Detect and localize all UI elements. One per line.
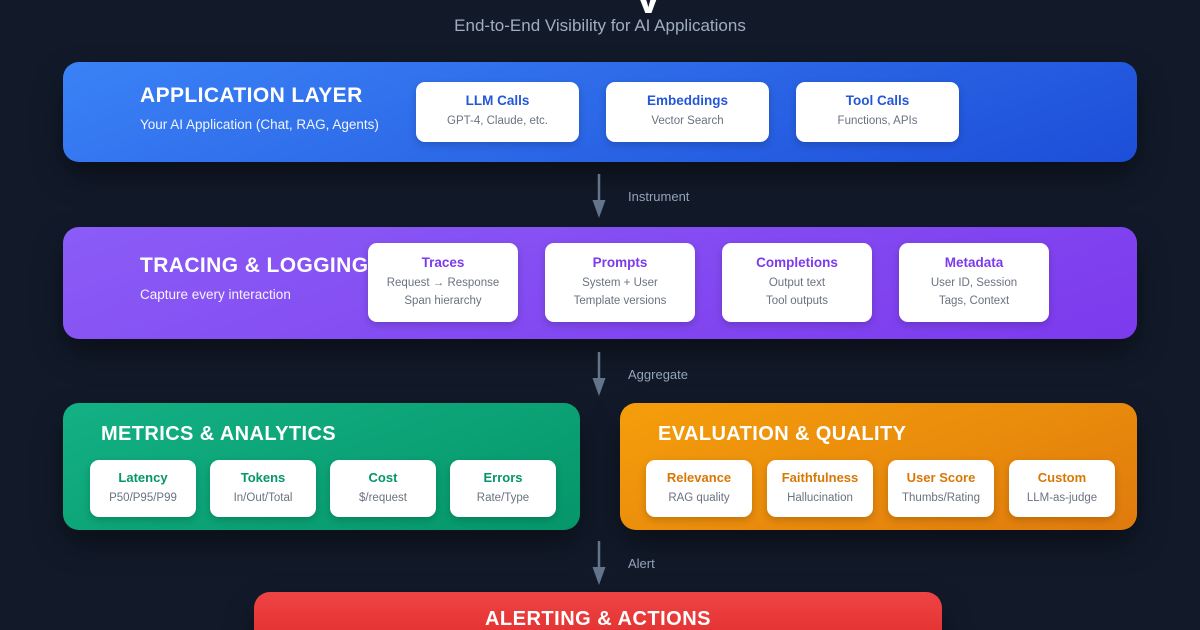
card-title: Tokens [240, 469, 286, 485]
evaluation-layer: EVALUATION & QUALITY Relevance RAG quali… [620, 403, 1137, 530]
card-relevance: Relevance RAG quality [646, 460, 752, 517]
card-line: Functions, APIs [837, 115, 918, 128]
evaluation-layer-text: EVALUATION & QUALITY [658, 423, 906, 446]
application-layer: APPLICATION LAYER Your AI Application (C… [63, 62, 1137, 162]
card-title: Metadata [944, 255, 1004, 271]
card-embeddings: Embeddings Vector Search [606, 82, 769, 142]
card-faithfulness: Faithfulness Hallucination [767, 460, 873, 517]
card-line: User ID, Session [930, 277, 1018, 290]
card-line: System + User [582, 277, 658, 290]
metrics-layer-title: METRICS & ANALYTICS [101, 423, 337, 445]
tracing-layer-text: TRACING & LOGGING Capture every interact… [140, 254, 368, 302]
card-line: Tool outputs [765, 294, 828, 307]
metrics-layer-text: METRICS & ANALYTICS [101, 423, 336, 446]
arrow-instrument: Instrument [591, 173, 689, 219]
card-line: $/request [359, 491, 407, 504]
card-tool-calls: Tool Calls Functions, APIs [796, 82, 959, 142]
tracing-layer: TRACING & LOGGING Capture every interact… [63, 227, 1137, 339]
card-title: LLM Calls [465, 93, 530, 109]
card-tokens: Tokens In/Out/Total [210, 460, 316, 517]
arrow-aggregate: Aggregate [591, 351, 688, 397]
application-layer-title: APPLICATION LAYER [140, 84, 363, 107]
card-traces: Traces Request → Response Span hierarchy [368, 243, 518, 322]
card-line: Rate/Type [476, 491, 530, 504]
card-line: GPT-4, Claude, etc. [447, 115, 548, 128]
card-line: LLM-as-judge [1026, 491, 1098, 504]
card-latency: Latency P50/P95/P99 [90, 460, 196, 517]
page-title-clipped: y [538, 0, 758, 13]
card-llm-calls: LLM Calls GPT-4, Claude, etc. [416, 82, 579, 142]
alerting-layer: ALERTING & ACTIONS [254, 592, 942, 630]
card-title: Tool Calls [845, 93, 910, 109]
arrow-alert: Alert [591, 540, 655, 586]
card-line: Tags, Context [938, 294, 1010, 307]
down-arrow-icon [592, 541, 606, 585]
card-errors: Errors Rate/Type [450, 460, 556, 517]
alerting-layer-title: ALERTING & ACTIONS [484, 608, 712, 630]
card-title: Errors [483, 469, 523, 485]
card-line: Thumbs/Rating [902, 491, 980, 504]
card-title: Faithfulness [781, 469, 859, 485]
down-arrow-icon [592, 174, 606, 218]
card-cost: Cost $/request [330, 460, 436, 517]
card-user-score: User Score Thumbs/Rating [888, 460, 994, 517]
tracing-layer-title: TRACING & LOGGING [140, 254, 369, 277]
page-title-fragment: y [635, 0, 661, 13]
application-cards: LLM Calls GPT-4, Claude, etc. Embeddings… [416, 82, 959, 142]
card-line: Output text [768, 277, 826, 290]
card-title: Latency [118, 469, 168, 485]
card-line: P50/P95/P99 [109, 491, 177, 504]
card-line: Span hierarchy [404, 294, 482, 307]
evaluation-layer-title: EVALUATION & QUALITY [658, 423, 907, 445]
evaluation-cards: Relevance RAG quality Faithfulness Hallu… [646, 460, 1115, 517]
card-prompts: Prompts System + User Template versions [545, 243, 695, 322]
card-title: Embeddings [646, 93, 728, 109]
card-line: Hallucination [787, 491, 853, 504]
card-title: Prompts [592, 255, 648, 271]
down-arrow-icon [592, 352, 606, 396]
card-title: User Score [906, 469, 976, 485]
application-layer-subtitle: Your AI Application (Chat, RAG, Agents) [140, 117, 379, 132]
card-completions: Completions Output text Tool outputs [722, 243, 872, 322]
metrics-layer: METRICS & ANALYTICS Latency P50/P95/P99 … [63, 403, 580, 530]
metrics-cards: Latency P50/P95/P99 Tokens In/Out/Total … [90, 460, 556, 517]
card-title: Relevance [666, 469, 732, 485]
card-title: Traces [421, 255, 465, 271]
card-title: Completions [756, 255, 838, 271]
card-title: Cost [368, 469, 398, 485]
card-line: Vector Search [651, 115, 724, 128]
page-subtitle: End-to-End Visibility for AI Application… [454, 16, 746, 35]
application-layer-text: APPLICATION LAYER Your AI Application (C… [140, 84, 379, 132]
arrow-label: Aggregate [628, 366, 688, 382]
arrow-label: Alert [628, 555, 655, 571]
tracing-layer-subtitle: Capture every interaction [140, 287, 291, 302]
card-line: RAG quality [668, 491, 730, 504]
card-line: Template versions [573, 294, 667, 307]
arrow-label: Instrument [628, 188, 690, 204]
card-title: Custom [1037, 469, 1087, 485]
card-line: Request → Response [386, 277, 500, 290]
card-line: In/Out/Total [233, 491, 293, 504]
tracing-cards: Traces Request → Response Span hierarchy… [368, 243, 1049, 322]
card-metadata: Metadata User ID, Session Tags, Context [899, 243, 1049, 322]
card-custom: Custom LLM-as-judge [1009, 460, 1115, 517]
